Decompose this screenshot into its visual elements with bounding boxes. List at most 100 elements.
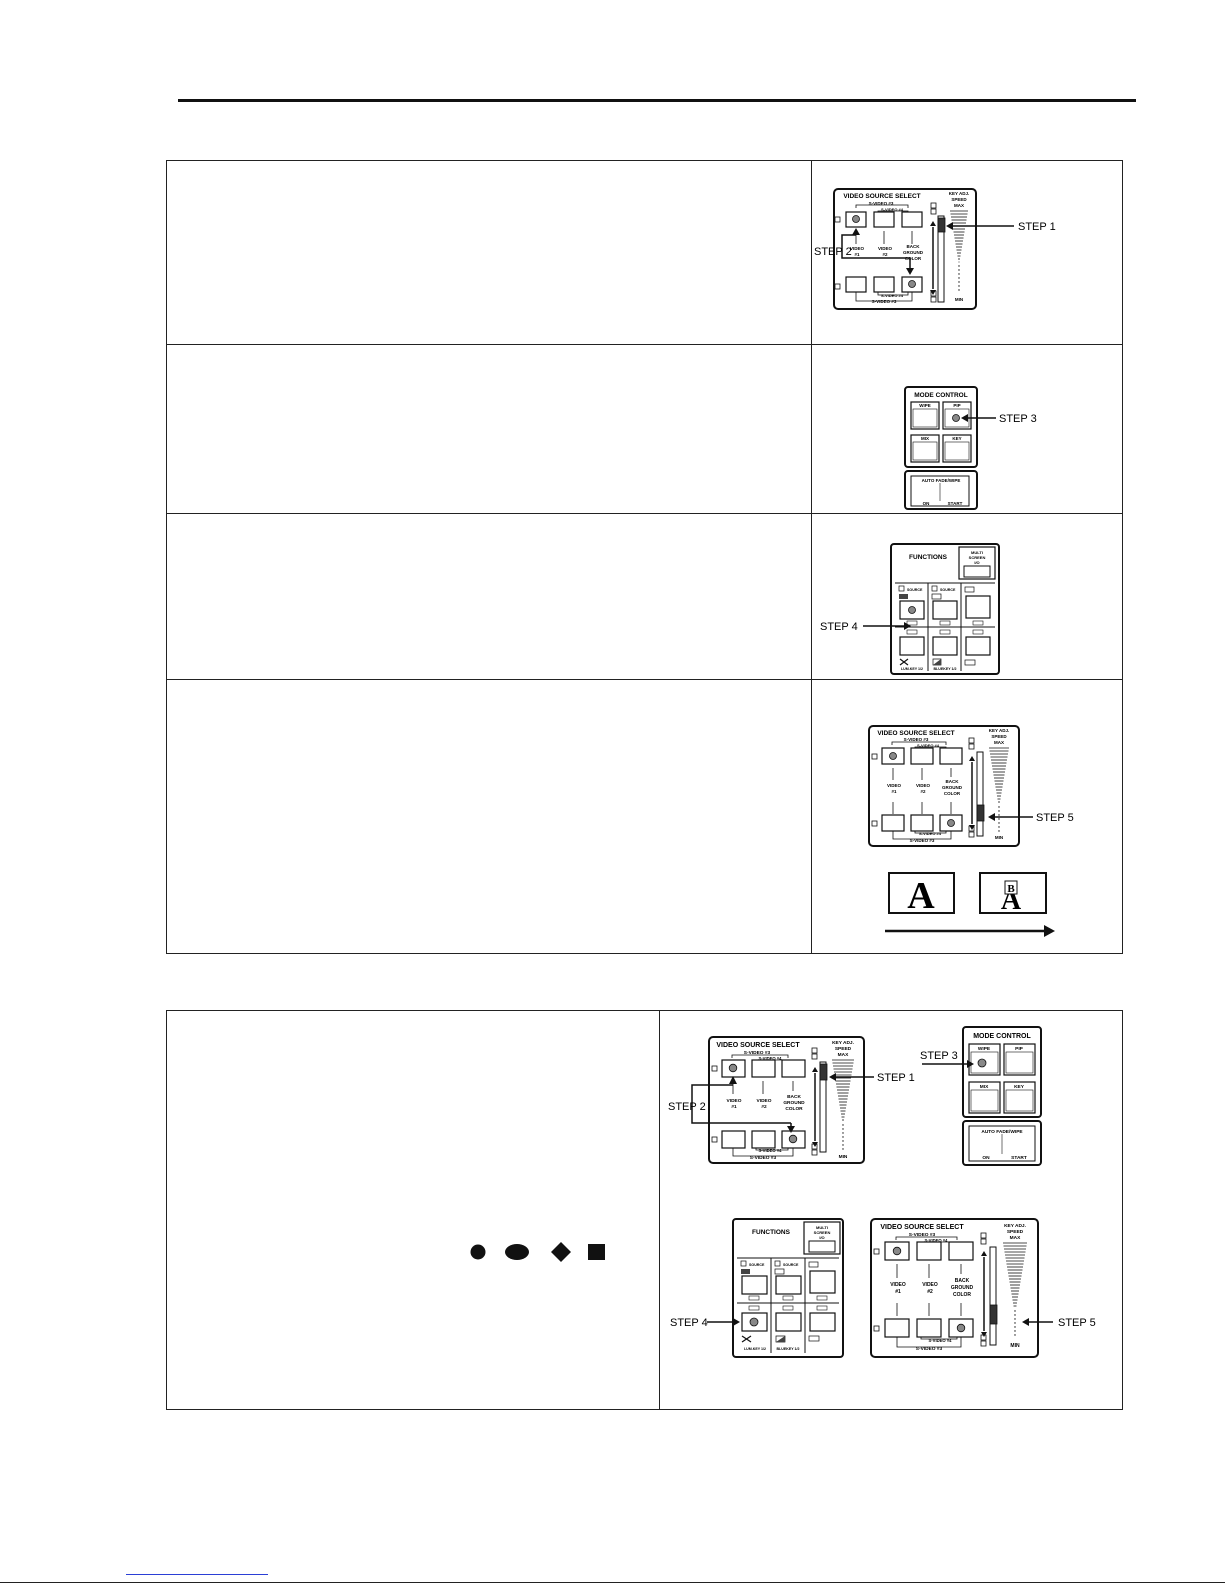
panel-label: GROUND xyxy=(951,1285,974,1291)
panel-label: WIPE xyxy=(978,1046,991,1052)
mode-control-title: MODE CONTROL xyxy=(914,392,967,399)
figure-functions-1: FUNCTIONS MULTI SCREEN I/O SOURCE SOURCE xyxy=(812,514,1122,679)
panel-label: MIN xyxy=(995,835,1003,840)
header-rule xyxy=(178,99,1136,102)
panel-label: COLOR xyxy=(944,791,961,796)
panel-label: S-VIDEO #4 xyxy=(917,743,940,748)
panel-label: START xyxy=(948,501,963,506)
panel-label: KEY ADJ. xyxy=(1004,1223,1026,1229)
panel-label: COLOR xyxy=(953,1292,971,1298)
indicator-led xyxy=(852,215,860,223)
panel-label: MIN xyxy=(1010,1343,1020,1349)
panel-label: MIN xyxy=(955,297,963,302)
panel-label: VIDEO xyxy=(887,783,902,788)
square-shape-icon xyxy=(588,1244,605,1260)
panel-label: STEP 3 xyxy=(920,1050,958,1062)
panel-label: SPEED xyxy=(1007,1229,1024,1235)
panel-label: WIPE xyxy=(919,403,931,408)
panel-label: S-VIDEO #4 xyxy=(919,831,942,836)
panel-label: S-VIDEO #4 xyxy=(881,293,904,298)
table1-row-4: VIDEO SOURCE SELECT S-VIDEO #3 S-VIDEO #… xyxy=(167,680,1122,953)
panel-label: COLOR xyxy=(905,256,922,261)
footer-link-underline[interactable] xyxy=(126,1574,268,1575)
panel-label: S-VIDEO #3 xyxy=(744,1050,771,1056)
t-bar-handle xyxy=(937,217,946,233)
panel-label: STEP 2 xyxy=(668,1101,706,1113)
steps-table-1: VIDEO SOURCE SELECT S-VIDEO #3 S-VIDEO #… xyxy=(166,160,1123,954)
panel-label: #2 xyxy=(882,252,888,257)
panel-label: S-VIDEO #3 xyxy=(910,838,935,843)
step1-label: STEP 1 xyxy=(1018,221,1056,233)
panel-label: KEY ADJ. xyxy=(832,1040,854,1046)
panel-label: VIDEO SOURCE SELECT xyxy=(877,730,954,737)
panel-label: KEY xyxy=(1014,1084,1025,1090)
panel-label: VIDEO SOURCE SELECT xyxy=(716,1042,800,1049)
panel-label: GROUND xyxy=(903,250,924,255)
panel-label: VIDEO xyxy=(727,1098,742,1104)
t-bar-handle xyxy=(976,804,985,822)
panel-label: ON xyxy=(982,1155,990,1161)
step5-label: STEP 5 xyxy=(1036,812,1074,824)
vss-title: VIDEO SOURCE SELECT xyxy=(843,193,920,200)
panel-label: PIP xyxy=(953,403,960,408)
panel-label: BACK xyxy=(946,779,960,784)
panel-label: SCREEN xyxy=(969,555,986,560)
panel-label: S-VIDEO #4 xyxy=(924,1238,948,1243)
functions-title: FUNCTIONS xyxy=(909,554,948,561)
shape-legend xyxy=(470,1242,605,1262)
panel-label: LUM.KEY 1/2 xyxy=(901,667,923,671)
step2-label: STEP 2 xyxy=(814,246,852,258)
panel-label: #1 xyxy=(895,1289,901,1295)
panel-label: VIDEO xyxy=(916,783,931,788)
panel-label: S-VIDEO #3 xyxy=(916,1346,943,1352)
table1-row-3: FUNCTIONS MULTI SCREEN I/O SOURCE SOURCE xyxy=(167,514,1122,680)
panel-label: FUNCTIONS xyxy=(752,1229,791,1236)
panel-label: S-VIDEO #4 xyxy=(758,1056,782,1061)
step4-label: STEP 4 xyxy=(820,621,858,633)
panel-label: VIDEO xyxy=(850,246,865,251)
panel-label: VIDEO xyxy=(878,246,893,251)
panel-label: SOURCE xyxy=(749,1263,765,1267)
panel-label: SOURCE xyxy=(940,588,956,592)
panel-label: MIX xyxy=(980,1084,989,1090)
panel-label: S-VIDEO #4 xyxy=(928,1338,952,1343)
panel-label: #1 xyxy=(731,1104,737,1110)
panel-label: SPEED xyxy=(951,197,967,202)
panel-label: A xyxy=(907,875,935,917)
panel-label: MODE CONTROL xyxy=(973,1033,1031,1040)
table1-row-1: VIDEO SOURCE SELECT S-VIDEO #3 S-VIDEO #… xyxy=(167,161,1122,345)
panel-label: STEP 5 xyxy=(1058,1317,1096,1329)
panel-label: MULTI xyxy=(971,550,983,555)
panel-label: I/O xyxy=(974,560,979,565)
panel-label: GROUND xyxy=(942,785,963,790)
panel-label: KEY ADJ. xyxy=(949,191,970,196)
figure-video-source-select-1: VIDEO SOURCE SELECT S-VIDEO #3 S-VIDEO #… xyxy=(812,161,1122,344)
panel-label: I/O xyxy=(819,1235,824,1240)
steps-table-2: VIDEO SOURCE SELECT S-VIDEO #3 S-VIDEO #… xyxy=(166,1010,1123,1410)
diamond-shape-icon xyxy=(551,1242,571,1262)
figure-video-source-select-2: VIDEO SOURCE SELECT S-VIDEO #3 S-VIDEO #… xyxy=(812,680,1122,953)
panel-label: BACK xyxy=(907,244,921,249)
figure-mode-control-1: MODE CONTROL WIPE PIP MIX KEY AUTO FADE/… xyxy=(812,345,1122,513)
panel-label: KEY ADJ. xyxy=(989,728,1010,733)
panel-label: VIDEO xyxy=(890,1282,906,1288)
panel-label: COLOR xyxy=(785,1106,803,1112)
circle-shape-icon xyxy=(470,1244,486,1260)
panel-label: LUM.KEY 1/2 xyxy=(744,1347,766,1351)
panel-label: #1 xyxy=(854,252,860,257)
panel-label: BLUEKEY 1/2 xyxy=(933,667,956,671)
panel-label: BACK xyxy=(955,1278,970,1284)
panel-label: MAX xyxy=(954,203,964,208)
panel-label: PIP xyxy=(1015,1046,1024,1052)
panel-label: VIDEO xyxy=(757,1098,772,1104)
panel-label: SOURCE xyxy=(907,588,923,592)
panel-label: BACK xyxy=(787,1094,801,1100)
panel-label: S-VIDEO #3 xyxy=(872,299,897,304)
panel-label: MAX xyxy=(838,1052,849,1058)
panel-label: START xyxy=(1011,1155,1027,1161)
panel-label: GROUND xyxy=(783,1100,805,1106)
panel-label: MAX xyxy=(994,740,1004,745)
panel-label: MIN xyxy=(839,1154,848,1160)
panel-label: S-VIDEO #3 xyxy=(869,201,894,206)
panel-label: MULTI xyxy=(816,1225,828,1230)
